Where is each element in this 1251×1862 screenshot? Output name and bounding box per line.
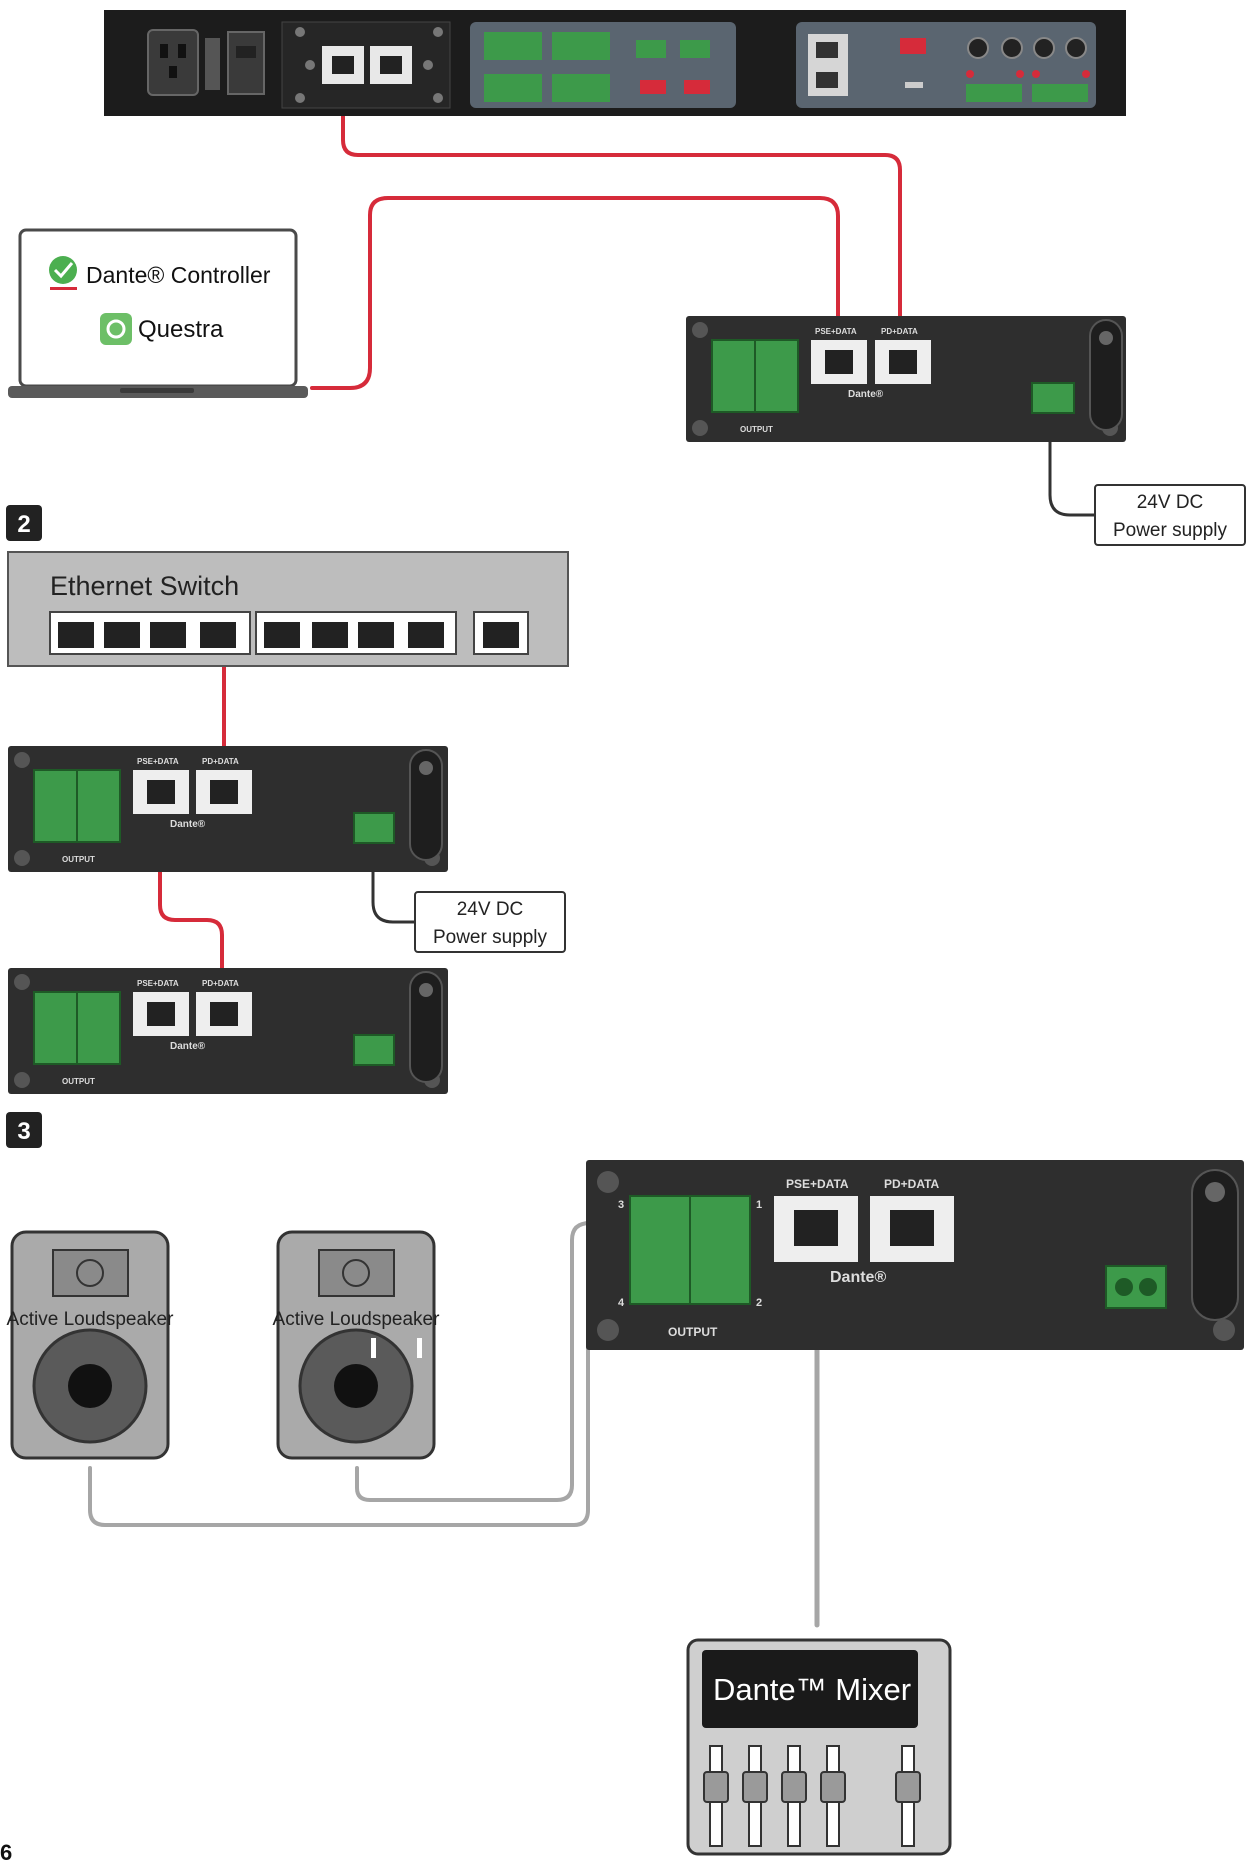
module-2-port1-label: PSE+DATA <box>137 757 179 766</box>
loudspeaker-left: Active Loudspeaker <box>7 1230 175 1460</box>
module-2-dante-logo: Dante® <box>170 819 206 830</box>
mixer-title: Dante™ Mixer <box>713 1672 911 1707</box>
step-3-badge: 3 <box>6 1112 42 1148</box>
dante-module-2: PSE+DATA PD+DATA Dante® OUTPUT <box>8 746 448 872</box>
dante-module-3: PSE+DATA PD+DATA Dante® OUTPUT <box>8 968 448 1094</box>
power-supply-2-line2: Power supply <box>433 927 548 948</box>
module-2-output-label: OUTPUT <box>62 855 95 864</box>
red-cable-rack-to-pd <box>341 93 902 352</box>
module-large-output-label: OUTPUT <box>668 1325 718 1339</box>
module-3-dante-logo: Dante® <box>170 1041 206 1052</box>
questra-icon <box>100 313 132 345</box>
power-cable-1 <box>1048 403 1097 517</box>
loudspeaker-left-label: Active Loudspeaker <box>7 1309 175 1330</box>
module-large-port1-label: PSE+DATA <box>786 1177 849 1191</box>
module-large-pin-1: 1 <box>756 1199 762 1211</box>
step-2-badge: 2 <box>6 505 42 541</box>
module-large-pin-2: 2 <box>756 1297 762 1309</box>
red-cable-daisy-chain <box>158 803 224 1007</box>
module-1-port1-label: PSE+DATA <box>815 327 857 336</box>
cables <box>88 93 1097 1628</box>
module-large-pin-4: 4 <box>618 1297 625 1309</box>
red-cable-laptop-to-pse <box>310 196 840 390</box>
laptop: Dante® Controller Questra <box>8 228 308 398</box>
questra-label: Questra <box>138 316 224 343</box>
check-icon <box>49 256 77 290</box>
loudspeaker-right-label: Active Loudspeaker <box>273 1309 441 1330</box>
module-3-port1-label: PSE+DATA <box>137 979 179 988</box>
dante-mixer: Dante™ Mixer <box>686 1638 952 1856</box>
module-1-port2-label: PD+DATA <box>881 327 918 336</box>
module-3-output-label: OUTPUT <box>62 1077 95 1086</box>
power-supply-2-line1: 24V DC <box>457 899 524 920</box>
mixer-faders <box>703 1745 921 1847</box>
module-2-port2-label: PD+DATA <box>202 757 239 766</box>
loudspeaker-right: Active Loudspeaker <box>273 1230 441 1460</box>
ethernet-switch: Ethernet Switch <box>7 551 569 667</box>
step-3-number: 3 <box>17 1118 30 1145</box>
grey-cable-speaker-right <box>355 1221 642 1502</box>
module-1-output-label: OUTPUT <box>740 425 773 434</box>
module-1-dante-logo: Dante® <box>848 389 884 400</box>
switch-title: Ethernet Switch <box>50 571 239 601</box>
step-2-number: 2 <box>17 511 30 538</box>
power-supply-2: 24V DC Power supply <box>414 891 566 953</box>
power-supply-1: 24V DC Power supply <box>1094 484 1246 546</box>
dante-controller-label: Dante® Controller <box>86 262 271 288</box>
module-large-port2-label: PD+DATA <box>884 1177 940 1191</box>
dante-module-1: PSE+DATA PD+DATA Dante® OUTPUT <box>686 316 1126 442</box>
page-number: 6 <box>0 1840 12 1862</box>
power-supply-1-line2: Power supply <box>1113 520 1228 541</box>
module-3-port2-label: PD+DATA <box>202 979 239 988</box>
dante-module-large: PSE+DATA PD+DATA Dante® OUTPUT 1 2 3 4 <box>586 1160 1244 1350</box>
module-large-pin-3: 3 <box>618 1199 624 1211</box>
power-supply-1-line1: 24V DC <box>1137 492 1204 513</box>
module-large-dante-logo: Dante® <box>830 1269 886 1286</box>
power-cable-2 <box>371 836 417 924</box>
rack-unit <box>104 10 1126 116</box>
